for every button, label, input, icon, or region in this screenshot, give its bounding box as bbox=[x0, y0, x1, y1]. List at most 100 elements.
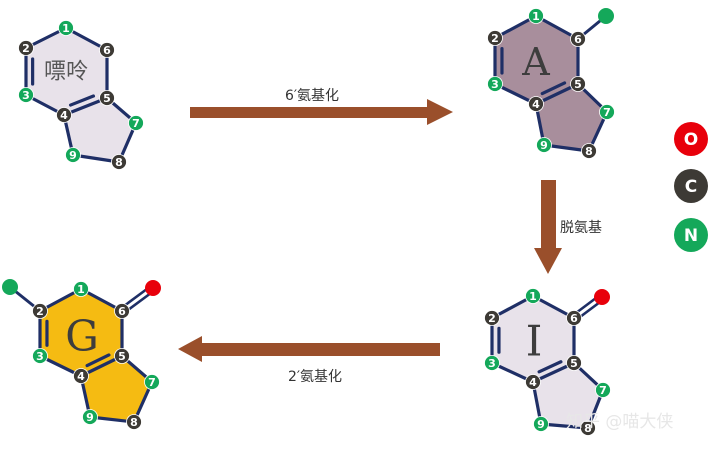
guanine-label: G bbox=[65, 312, 99, 361]
nitrogen-atom bbox=[528, 8, 544, 24]
nitrogen-atom bbox=[73, 281, 89, 297]
watermark: 知乎 @喵大侠 bbox=[566, 412, 674, 432]
legend-swatch bbox=[674, 218, 708, 252]
nitrogen-atom bbox=[533, 416, 549, 432]
atom-3: 3 bbox=[32, 348, 48, 364]
hypoxanthine-label: I bbox=[526, 317, 543, 366]
arrow-head bbox=[534, 248, 562, 274]
nitrogen-atom bbox=[128, 115, 144, 131]
atom-7: 7 bbox=[144, 374, 160, 390]
atom-6: 6 bbox=[99, 42, 115, 58]
atom-number: 3 bbox=[22, 89, 30, 102]
legend-item-N: N bbox=[674, 218, 708, 252]
atom-number: 1 bbox=[77, 283, 85, 296]
atom-number: 8 bbox=[585, 145, 593, 158]
carbon-atom bbox=[566, 355, 582, 371]
atom-5: 5 bbox=[566, 355, 582, 371]
atom-number: 3 bbox=[488, 357, 496, 370]
atom-8: 8 bbox=[581, 143, 597, 159]
reaction-arrow-right: 脱氨基 bbox=[534, 180, 602, 274]
reaction-arrow-bottom: 2′氨基化 bbox=[178, 336, 440, 385]
atom-9: 9 bbox=[65, 147, 81, 163]
carbon-atom bbox=[570, 31, 586, 47]
double-bond bbox=[85, 353, 111, 368]
atom-2: 2 bbox=[18, 40, 34, 56]
atom-2: 2 bbox=[484, 310, 500, 326]
atom-9: 9 bbox=[536, 137, 552, 153]
atom-3: 3 bbox=[18, 87, 34, 103]
nitrogen-atom bbox=[595, 382, 611, 398]
carbon-atom bbox=[528, 96, 544, 112]
reaction-label: 6′氨基化 bbox=[285, 87, 339, 104]
six-ring-fill bbox=[26, 28, 107, 115]
legend-letter: O bbox=[684, 130, 698, 150]
nitrogen-substituent-atom bbox=[2, 279, 18, 295]
atom-number: 9 bbox=[86, 411, 94, 424]
atom-number: 8 bbox=[584, 422, 592, 435]
atom-8: 8 bbox=[111, 154, 127, 170]
atom-8: 8 bbox=[126, 414, 142, 430]
legend-item-O: O bbox=[674, 122, 708, 156]
atom-3: 3 bbox=[484, 355, 500, 371]
atom-number: 6 bbox=[570, 312, 578, 325]
atom-number: 1 bbox=[529, 290, 537, 303]
nitrogen-atom bbox=[82, 409, 98, 425]
five-ring-fill bbox=[533, 363, 603, 428]
carbon-atom bbox=[566, 310, 582, 326]
atom-4: 4 bbox=[56, 107, 72, 123]
six-ring-fill bbox=[492, 296, 574, 382]
atom-number: 5 bbox=[574, 78, 582, 91]
carbon-atom bbox=[114, 303, 130, 319]
atom-1: 1 bbox=[73, 281, 89, 297]
carbon-atom bbox=[484, 310, 500, 326]
legend-letter: N bbox=[684, 226, 698, 246]
five-ring-fill bbox=[64, 98, 136, 162]
carbon-atom bbox=[111, 154, 127, 170]
five-ring-fill bbox=[81, 356, 152, 422]
atom-number: 9 bbox=[540, 139, 548, 152]
carbon-atom bbox=[114, 348, 130, 364]
nitrogen-atom bbox=[58, 20, 74, 36]
five-ring-fill bbox=[536, 84, 607, 151]
nitrogen-substituent-atom bbox=[598, 8, 614, 24]
arrow-head bbox=[427, 99, 453, 125]
legend-item-C: C bbox=[674, 169, 708, 203]
atom-9: 9 bbox=[82, 409, 98, 425]
atom-1: 1 bbox=[525, 288, 541, 304]
arrow-shaft bbox=[202, 343, 440, 356]
adenine-label: A bbox=[521, 40, 550, 84]
carbon-atom bbox=[99, 42, 115, 58]
atom-number: 5 bbox=[118, 350, 126, 363]
atom-number: 7 bbox=[599, 384, 607, 397]
double-bond bbox=[68, 94, 96, 107]
carbon-atom bbox=[126, 414, 142, 430]
atom-number: 2 bbox=[22, 42, 30, 55]
bond bbox=[534, 14, 580, 41]
oxygen-substituent-atom bbox=[594, 289, 610, 305]
atom-number: 5 bbox=[103, 92, 111, 105]
nitrogen-atom bbox=[32, 348, 48, 364]
oxygen-substituent-atom bbox=[145, 280, 161, 296]
atom-2: 2 bbox=[487, 30, 503, 46]
atom-5: 5 bbox=[114, 348, 130, 364]
nitrogen-atom bbox=[144, 374, 160, 390]
nitrogen-atom bbox=[487, 76, 503, 92]
atom-6: 6 bbox=[566, 310, 582, 326]
atom-5: 5 bbox=[570, 76, 586, 92]
legend-swatch bbox=[674, 169, 708, 203]
carbon-atom bbox=[99, 90, 115, 106]
atom-number: 9 bbox=[537, 418, 545, 431]
atom-number: 4 bbox=[60, 109, 68, 122]
atom-7: 7 bbox=[595, 382, 611, 398]
atom-6: 6 bbox=[114, 303, 130, 319]
atom-7: 7 bbox=[599, 104, 615, 120]
nitrogen-atom bbox=[18, 87, 34, 103]
double-bond bbox=[540, 81, 567, 96]
atom-1: 1 bbox=[528, 8, 544, 24]
atom-number: 8 bbox=[130, 416, 138, 429]
atom-4: 4 bbox=[525, 374, 541, 390]
nitrogen-atom bbox=[65, 147, 81, 163]
atom-number: 8 bbox=[115, 156, 123, 169]
